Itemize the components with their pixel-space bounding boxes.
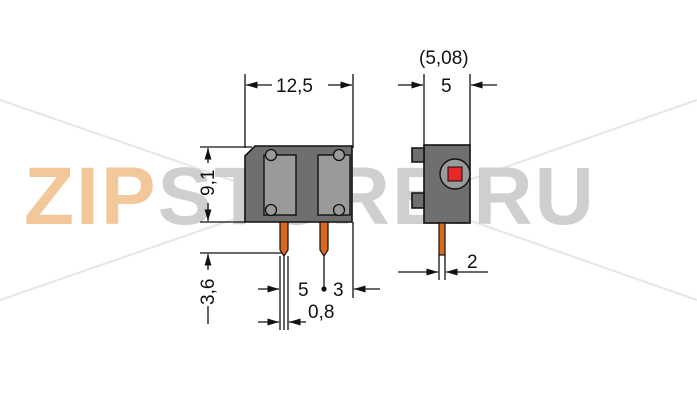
mount-hole-br xyxy=(332,203,346,217)
dim-side-width: 5 xyxy=(441,76,452,97)
push-button xyxy=(447,166,463,182)
dim-pitch-left: 5 xyxy=(298,280,309,301)
dim-side-offset: 2 xyxy=(467,252,478,273)
watermark-text: ZIPSTORE.RU xyxy=(24,151,596,242)
mount-hole-bl xyxy=(264,203,278,217)
dim-side-width-alt: (5,08) xyxy=(419,48,469,69)
side-tab-top xyxy=(411,147,425,163)
watermark-store: STORE.RU xyxy=(158,151,596,242)
solder-pin-side xyxy=(438,222,446,256)
mount-hole-tr xyxy=(332,148,346,162)
watermark-zip: ZIP xyxy=(24,151,158,242)
dim-pin-length: 3,6 xyxy=(198,279,219,305)
dim-pitch-right: 3 xyxy=(333,280,344,301)
side-tab-bottom xyxy=(411,192,425,209)
clamp-slot-right xyxy=(317,154,351,216)
dim-width-front: 12,5 xyxy=(276,76,313,97)
solder-pin-left xyxy=(279,221,289,258)
solder-pin-right xyxy=(319,221,329,258)
watermark-lines xyxy=(0,99,697,301)
side-dimensions xyxy=(398,74,497,280)
mount-hole-tl xyxy=(264,148,278,162)
front-view xyxy=(244,145,353,258)
side-view xyxy=(411,144,471,256)
dim-height-body: 9,1 xyxy=(198,170,219,196)
dim-pin-width: 0,8 xyxy=(308,302,334,323)
front-dimensions xyxy=(200,74,380,330)
